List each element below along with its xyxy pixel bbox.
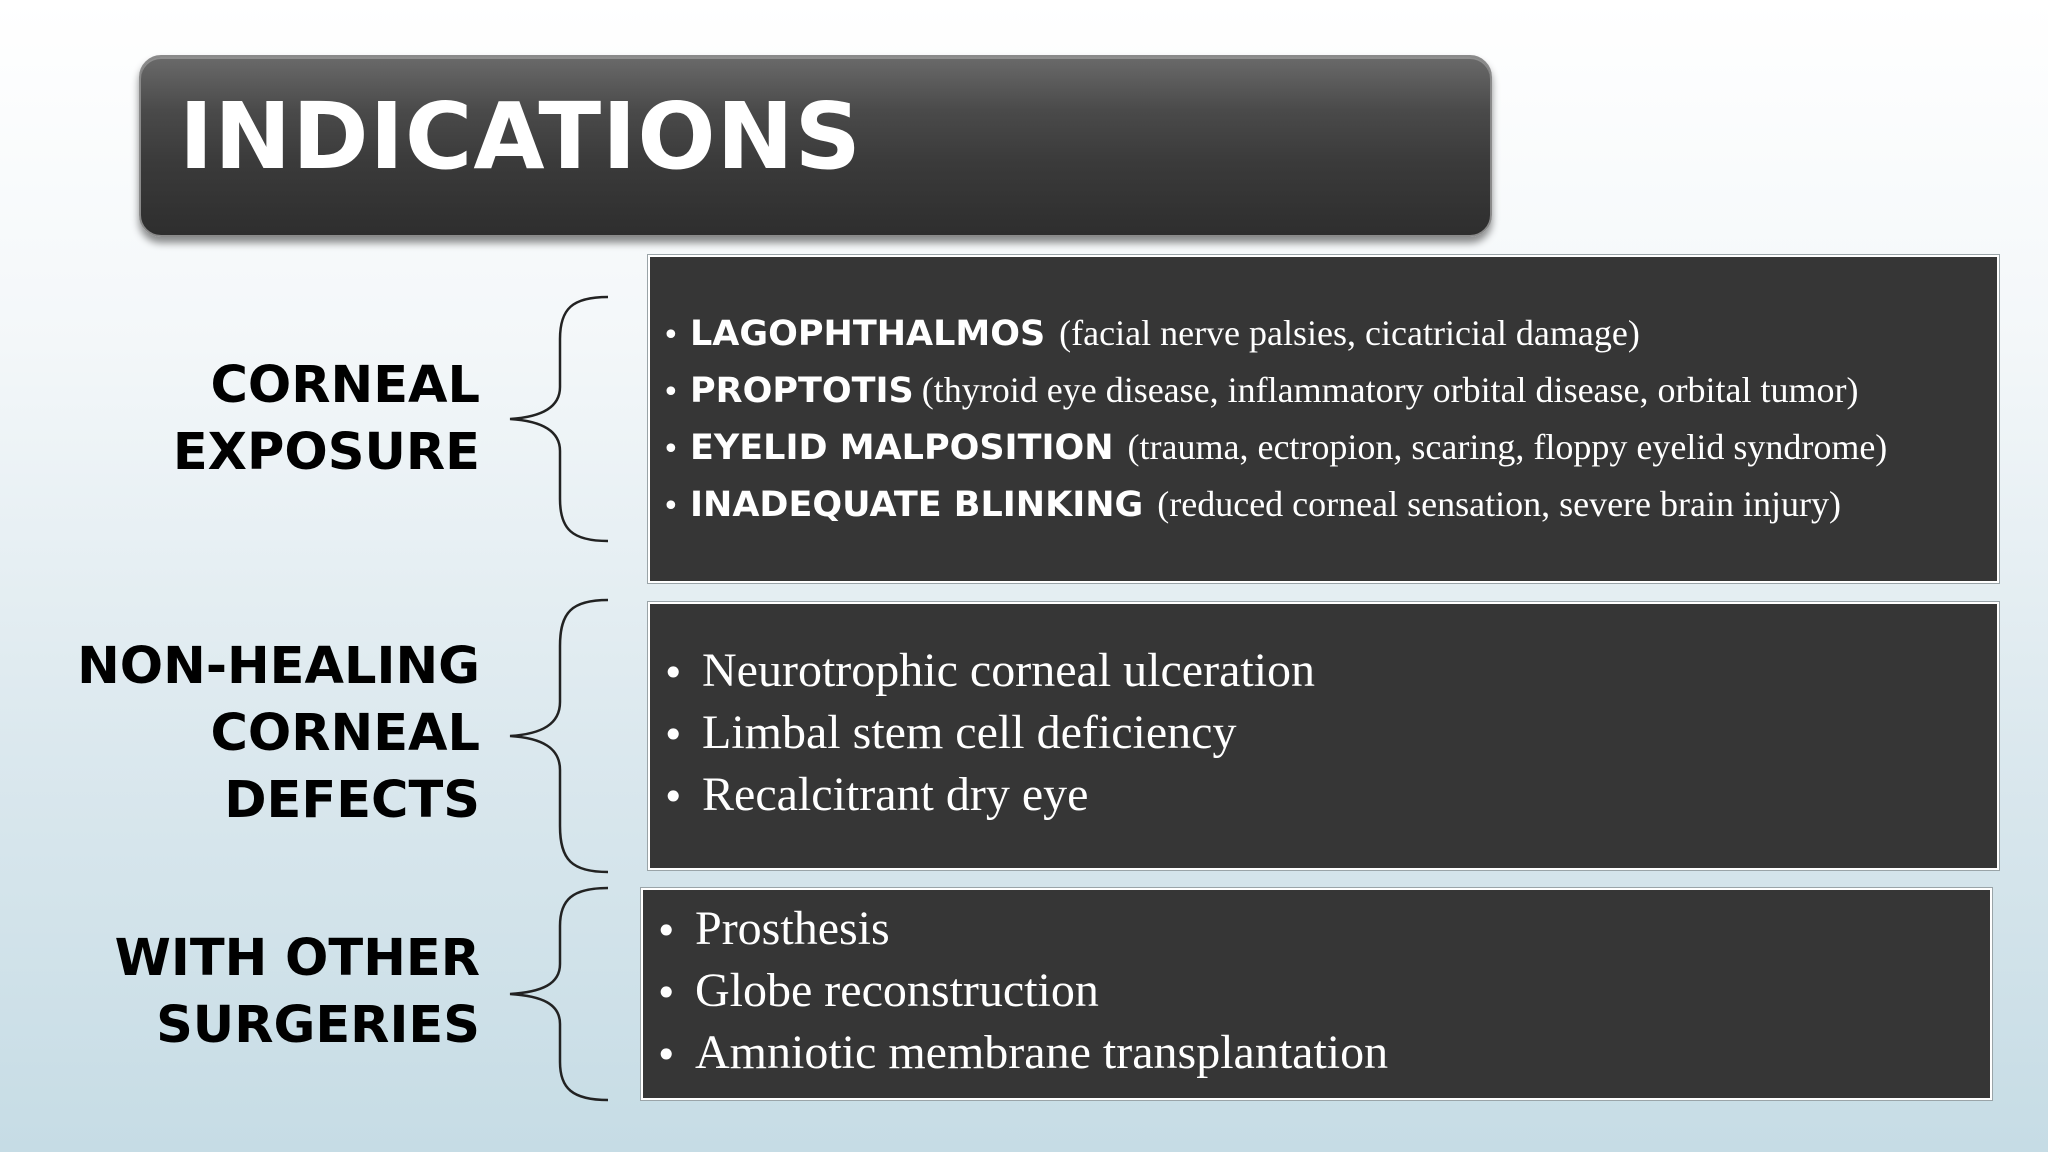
group-label-line: CORNEAL (210, 356, 480, 415)
bullet: • (662, 432, 680, 467)
list-item: • PROPTOTIS (thyroid eye disease, inflam… (662, 362, 1887, 419)
list-item: • Recalcitrant dry eye (662, 764, 1315, 826)
list-item: • Prosthesis (655, 898, 1388, 960)
bullet: • (655, 1033, 678, 1077)
item-text: Limbal stem cell deficiency (702, 706, 1237, 759)
brace-icon (509, 886, 609, 1102)
item-text: Globe reconstruction (695, 964, 1099, 1017)
group-label-with-other-surgeries: WITH OTHER SURGERIES (115, 925, 480, 1059)
panel-non-healing-corneal-defects: • Neurotrophic corneal ulceration • Limb… (647, 601, 2000, 871)
list-item: • EYELID MALPOSITION (trauma, ectropion,… (662, 419, 1887, 476)
group-label-corneal-exposure: CORNEAL EXPOSURE (173, 352, 480, 486)
bullet: • (662, 375, 680, 410)
group-label-line: WITH OTHER (114, 929, 480, 988)
title-bar: INDICATIONS (139, 55, 1492, 237)
group-label-line: CORNEAL (210, 704, 480, 763)
item-term: PROPTOTIS (690, 371, 914, 411)
panel-with-other-surgeries: • Prosthesis • Globe reconstruction • Am… (640, 887, 1993, 1101)
bullet: • (662, 489, 680, 524)
list-corneal-exposure: • LAGOPHTHALMOS (facial nerve palsies, c… (662, 305, 1887, 533)
list-item: • LAGOPHTHALMOS (facial nerve palsies, c… (662, 305, 1887, 362)
bullet: • (655, 971, 678, 1015)
item-term: LAGOPHTHALMOS (690, 314, 1046, 354)
item-term: EYELID MALPOSITION (690, 428, 1114, 468)
bullet: • (662, 651, 685, 695)
bullet: • (662, 318, 680, 353)
list-item: • Neurotrophic corneal ulceration (662, 640, 1315, 702)
group-label-line: DEFECTS (224, 771, 480, 830)
group-label-line: EXPOSURE (172, 423, 480, 482)
list-with-other-surgeries: • Prosthesis • Globe reconstruction • Am… (655, 898, 1388, 1084)
brace-icon (509, 295, 609, 543)
bullet: • (662, 713, 685, 757)
item-text: Recalcitrant dry eye (702, 768, 1089, 821)
bullet: • (655, 909, 678, 953)
brace-icon (509, 598, 609, 874)
bullet: • (662, 775, 685, 819)
item-term: INADEQUATE BLINKING (690, 485, 1144, 525)
group-label-non-healing-corneal-defects: NON-HEALING CORNEAL DEFECTS (77, 633, 480, 834)
list-item: • Globe reconstruction (655, 960, 1388, 1022)
list-item: • Limbal stem cell deficiency (662, 702, 1315, 764)
item-detail: (trauma, ectropion, scaring, floppy eyel… (1127, 427, 1888, 467)
item-detail: (facial nerve palsies, cicatricial damag… (1059, 313, 1640, 353)
group-label-line: SURGERIES (156, 996, 480, 1055)
item-text: Amniotic membrane transplantation (695, 1026, 1389, 1079)
item-detail: (thyroid eye disease, inflammatory orbit… (921, 370, 1859, 410)
list-non-healing-corneal-defects: • Neurotrophic corneal ulceration • Limb… (662, 640, 1315, 826)
slide-title: INDICATIONS (179, 83, 862, 190)
list-item: • Amniotic membrane transplantation (655, 1022, 1388, 1084)
list-item: • INADEQUATE BLINKING (reduced corneal s… (662, 476, 1887, 533)
group-label-line: NON-HEALING (77, 637, 480, 696)
item-detail: (reduced corneal sensation, severe brain… (1157, 484, 1841, 524)
panel-corneal-exposure: • LAGOPHTHALMOS (facial nerve palsies, c… (647, 254, 2000, 584)
item-text: Prosthesis (695, 902, 890, 955)
item-text: Neurotrophic corneal ulceration (702, 644, 1316, 697)
